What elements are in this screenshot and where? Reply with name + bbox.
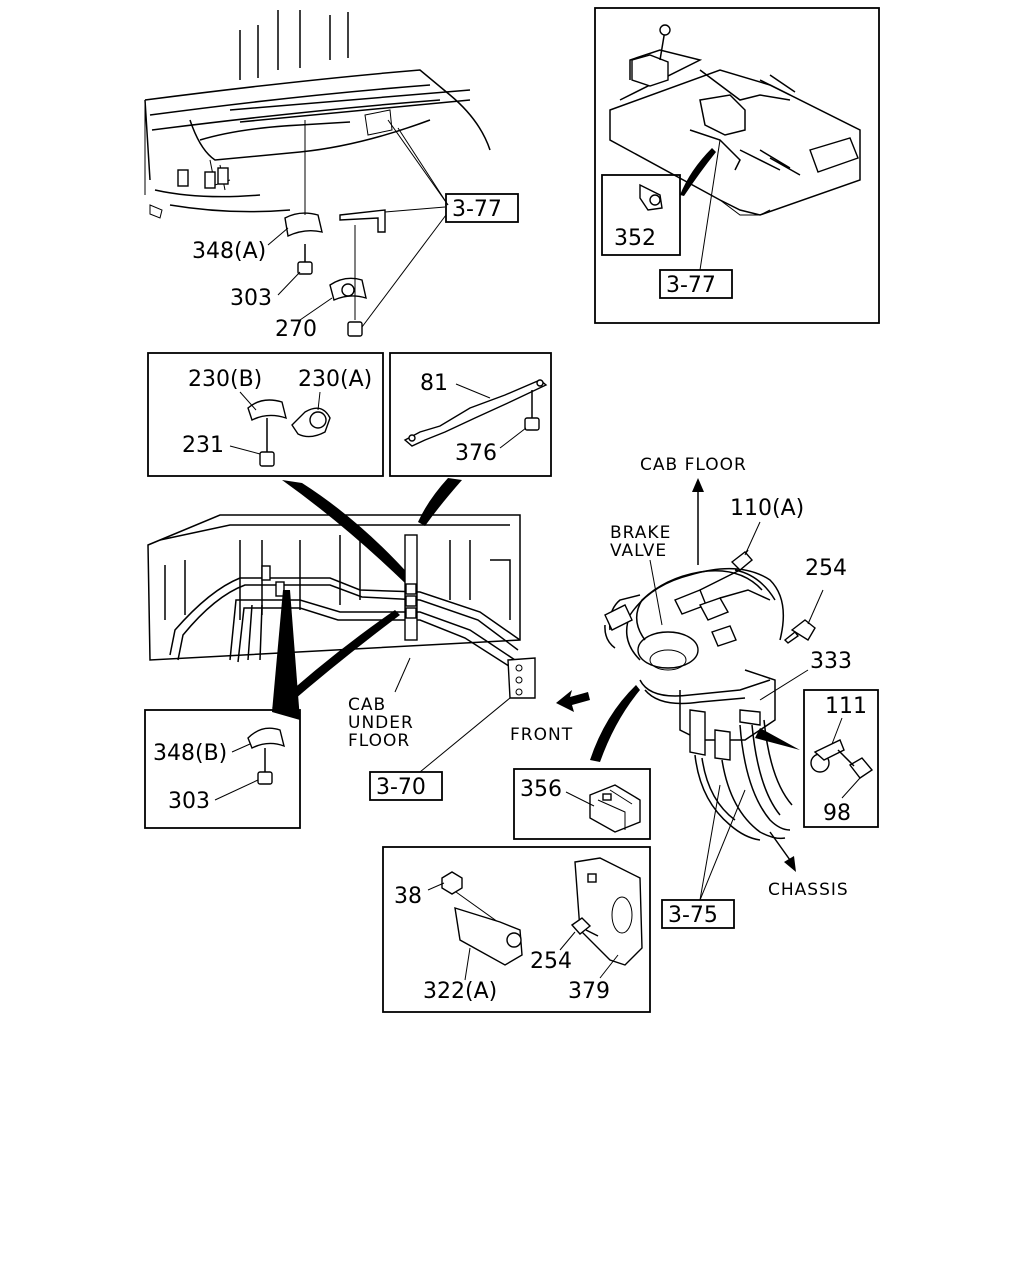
callout-348b: 348(B) [153, 741, 227, 766]
clip-230a [291, 407, 331, 438]
label-front: FRONT [510, 725, 573, 745]
bolt-303-top [297, 244, 313, 275]
bolt-98 [837, 749, 874, 779]
label-valve: VALVE [610, 541, 667, 561]
cab-floor-arrow-icon [692, 478, 704, 565]
ref-box-377-inset [659, 269, 733, 299]
bolt-254-valve [783, 619, 816, 644]
callout-38: 38 [394, 884, 422, 909]
ref-box-370 [369, 771, 443, 801]
bolt-254-bracket [570, 917, 599, 937]
callout-379: 379 [568, 979, 610, 1004]
inset-frame-top-right [594, 7, 880, 324]
brake-valve-drawing [604, 549, 793, 841]
inset-81 [389, 352, 552, 477]
callout-110a: 110(A) [730, 496, 804, 521]
callout-254-valve: 254 [805, 556, 847, 581]
callout-231: 231 [182, 433, 224, 458]
callout-98: 98 [823, 801, 851, 826]
ref-box-375 [661, 899, 735, 929]
ref-370: 3-70 [376, 775, 426, 800]
callout-270: 270 [275, 317, 317, 342]
bracket-322a [454, 906, 523, 966]
callout-348a: 348(A) [192, 239, 266, 264]
clip-352 [639, 183, 663, 211]
top-frame-drawing [144, 10, 491, 219]
callout-254-bracket: 254 [530, 949, 572, 974]
clip-348a [284, 120, 323, 238]
callout-322a: 322(A) [423, 979, 497, 1004]
callout-230b: 230(B) [188, 367, 262, 392]
cab-floor-drawing [609, 24, 861, 216]
pointer-wedge-230 [282, 480, 412, 584]
connector-356 [589, 784, 641, 833]
label-floor: FLOOR [348, 731, 410, 751]
ref-377-top: 3-77 [452, 197, 502, 222]
bolt-376 [524, 390, 540, 431]
bolt-303-bottom [257, 748, 273, 785]
label-under: UNDER [348, 713, 414, 733]
pointer-wedge-81 [418, 478, 462, 526]
inset-230 [147, 352, 384, 477]
bracket-piece [339, 209, 386, 337]
bracket-81 [403, 379, 548, 447]
ref-box-377-top [445, 193, 519, 223]
label-chassis: CHASSIS [768, 880, 849, 900]
callout-111: 111 [825, 694, 867, 719]
clamp-111 [810, 739, 845, 773]
plate-379 [574, 857, 643, 966]
pointer-wedge-111 [755, 728, 800, 750]
callout-352: 352 [614, 226, 656, 251]
callout-303-top: 303 [230, 286, 272, 311]
bolt-231 [259, 418, 275, 467]
clip-348b [247, 727, 286, 749]
callout-376: 376 [455, 441, 497, 466]
inset-111 [803, 689, 879, 828]
inset-348b [144, 709, 301, 829]
pointer-wedge-348b-2 [272, 610, 400, 708]
callout-81: 81 [420, 371, 448, 396]
inset-356 [513, 768, 651, 840]
ref-377-inset: 3-77 [666, 273, 716, 298]
clamp-270 [329, 277, 367, 301]
label-cab: CAB [348, 695, 386, 715]
callout-303-bottom: 303 [168, 789, 210, 814]
chassis-arrow-icon [769, 831, 796, 872]
pointer-wedge-356 [590, 685, 640, 762]
callout-333: 333 [810, 649, 852, 674]
callout-230a: 230(A) [298, 367, 372, 392]
front-arrow-icon [556, 690, 590, 712]
under-floor-drawing [147, 514, 536, 699]
pointer-wedge-348b [272, 590, 300, 720]
label-brake: BRAKE [610, 523, 671, 543]
label-cab-floor: CAB FLOOR [640, 455, 747, 475]
callout-356: 356 [520, 777, 562, 802]
clip-230b [247, 399, 287, 421]
subinset-352 [601, 174, 681, 256]
ref-375: 3-75 [668, 903, 718, 928]
pointer-wedge-352 [680, 148, 716, 196]
inset-bracket [382, 846, 651, 1013]
